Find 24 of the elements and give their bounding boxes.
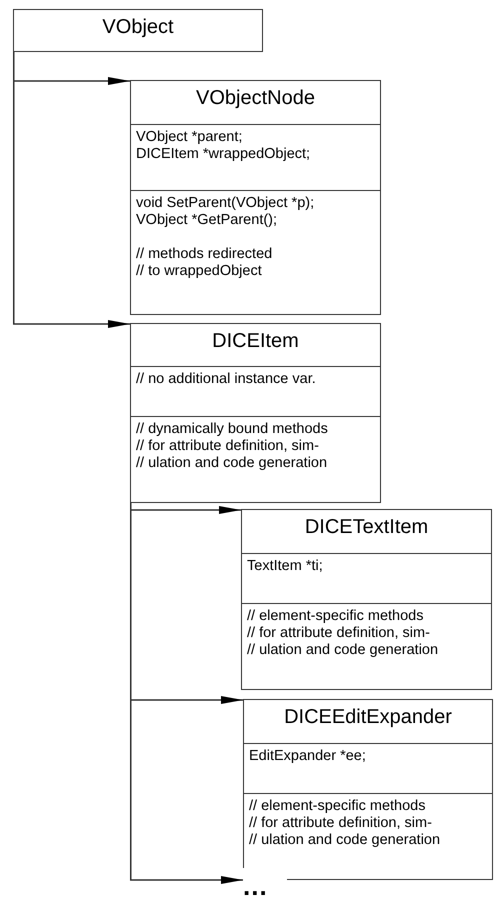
code-line: void SetParent(VObject *p);: [136, 195, 316, 212]
inheritance-arrow: [13, 52, 130, 328]
inheritance-arrow: [130, 503, 241, 514]
code-comment: // methods redirected // to wrappedObject: [136, 246, 274, 280]
class-box: [241, 509, 492, 690]
class-name: DICEEditExpander: [283, 705, 453, 730]
class-box: [130, 323, 381, 503]
code-line: VObject *GetParent();: [136, 212, 278, 229]
class-name: VObjectNode: [195, 86, 316, 111]
ellipsis: ...: [243, 870, 269, 896]
code-line: TextItem *ti;: [247, 558, 324, 575]
code-line: DICEItem *wrappedObject;: [136, 146, 312, 163]
class-name: DICEItem: [211, 329, 300, 354]
code-comment: // dynamically bound methods // for attribute definition, sim- // ulation and code generation: [136, 421, 329, 472]
code-line: EditExpander *ee;: [249, 748, 367, 765]
code-comment: // element-specific methods // for attribute definition, sim- // ulation and code generation: [249, 798, 442, 849]
class-box: [13, 9, 263, 52]
code-comment: // no additional instance var.: [136, 371, 317, 388]
class-name: VObject: [101, 15, 175, 40]
class-box: [243, 699, 493, 880]
code-comment: // element-specific methods // for attribute definition, sim- // ulation and code generation: [247, 608, 440, 659]
class-box: [130, 80, 381, 315]
class-name: DICETextItem: [304, 515, 430, 540]
code-line: VObject *parent;: [136, 129, 244, 146]
